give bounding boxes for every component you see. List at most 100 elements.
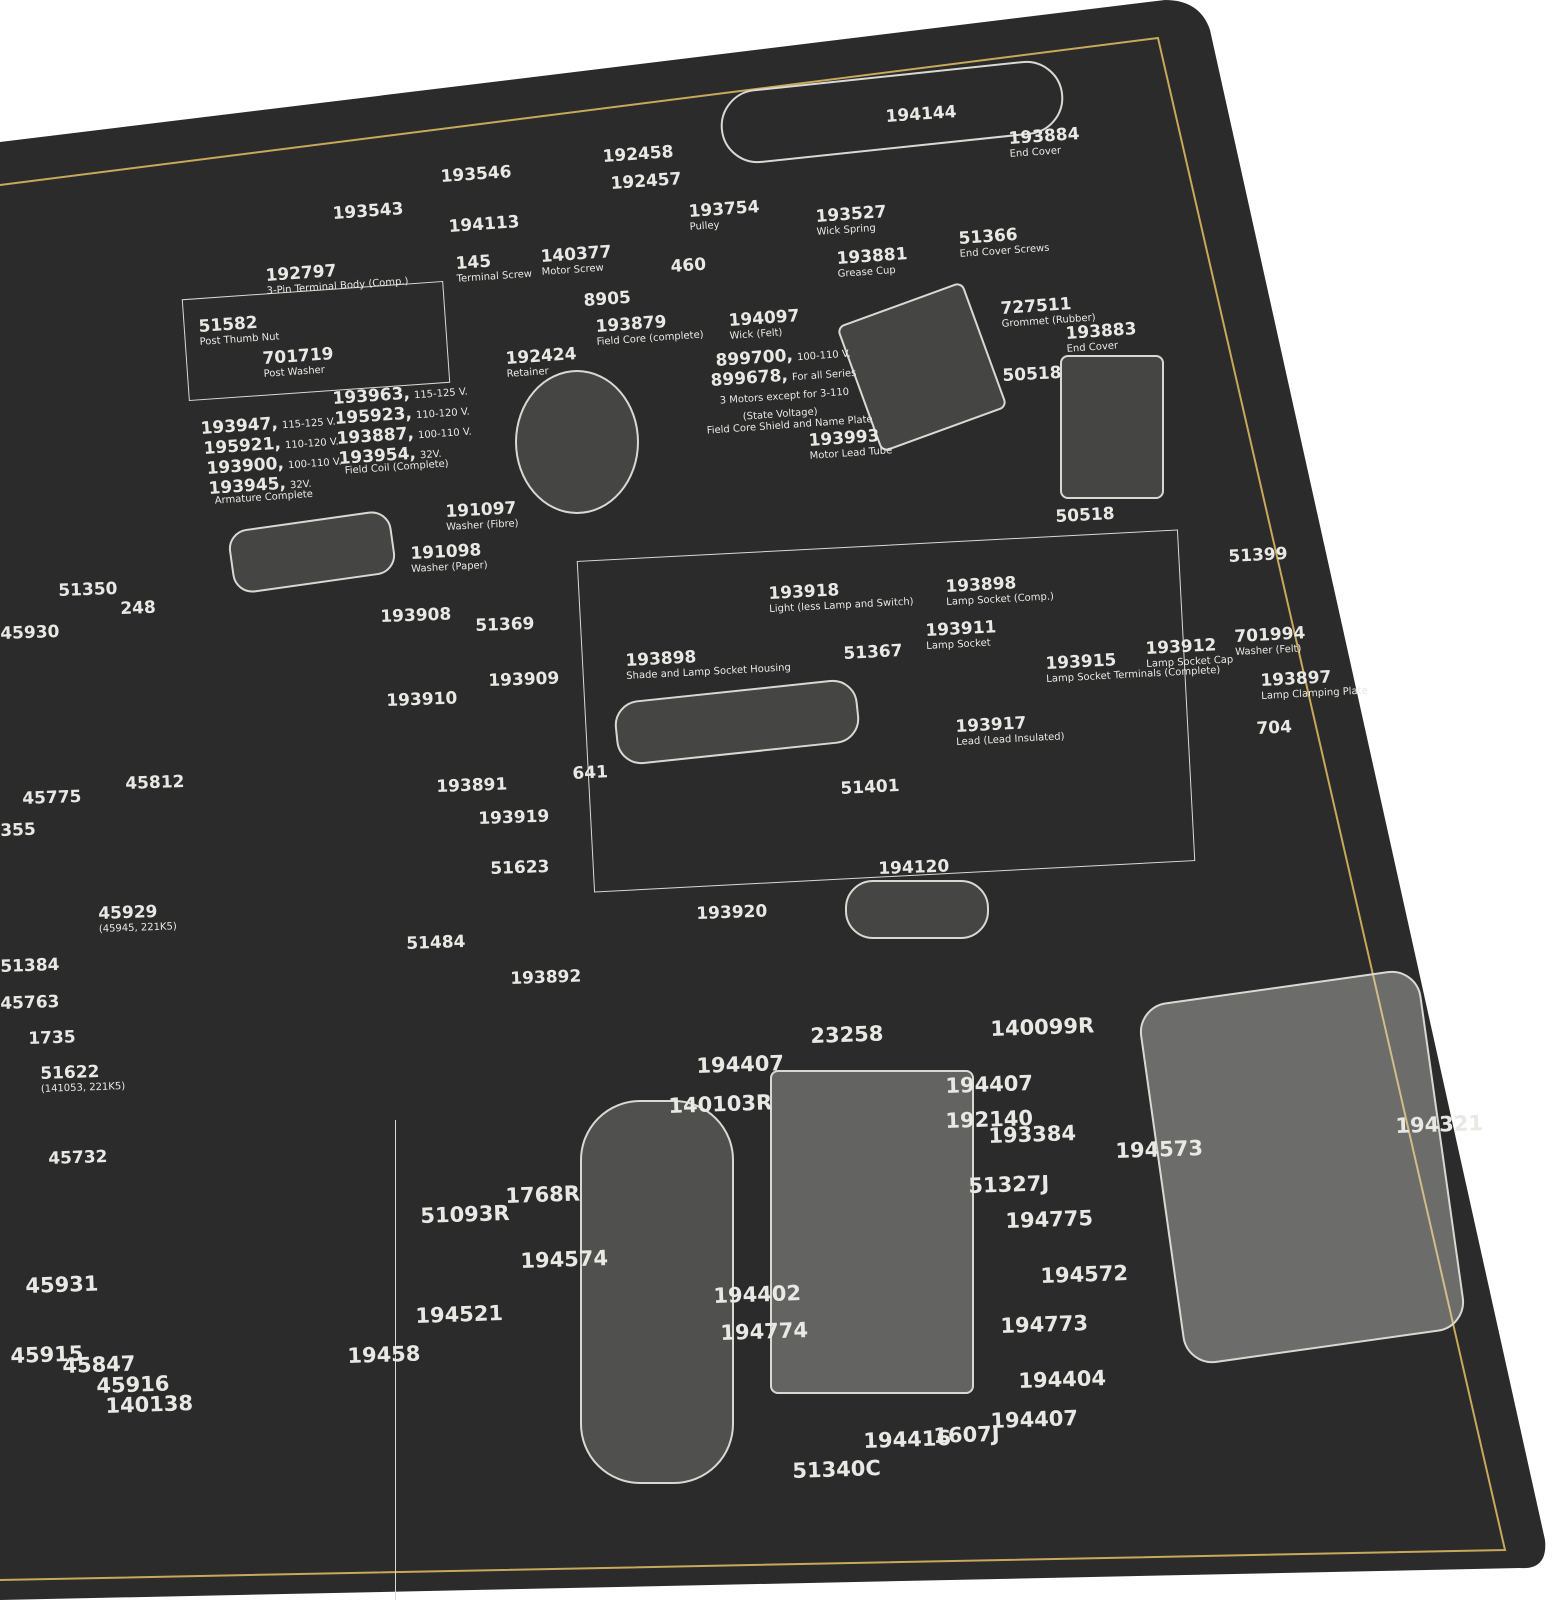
part-number: 45732 <box>47 1146 108 1169</box>
part-label: 194773 <box>1000 1311 1088 1338</box>
part-number: 194416 <box>862 1425 952 1453</box>
part-label: 194775 <box>1005 1206 1093 1233</box>
part-number: 193920 <box>695 901 768 924</box>
part-label: 1768R <box>504 1181 581 1208</box>
part-label: 140099R <box>990 1013 1095 1041</box>
part-number: 23258 <box>809 1021 884 1048</box>
part-description: 115-125 V. <box>413 386 468 402</box>
part-label: 193384 <box>988 1121 1076 1148</box>
part-number: 45763 <box>0 991 60 1014</box>
part-number: 704 <box>1255 717 1293 739</box>
part-number: 45929 <box>97 901 158 924</box>
part-label: 19458 <box>346 1341 421 1368</box>
part-label: 23258 <box>809 1021 884 1048</box>
part-number <box>210 489 211 509</box>
part-label: 45929(45945, 221K5) <box>97 901 177 935</box>
part-number: 194402 <box>712 1280 802 1308</box>
part-number: 51327J <box>967 1171 1050 1198</box>
foot-controller-drawing <box>1136 967 1468 1367</box>
part-number: 45812 <box>124 771 185 794</box>
part-label: 460 <box>670 255 707 277</box>
divider-line <box>395 1120 396 1600</box>
part-label: 194416 <box>862 1425 952 1453</box>
part-number: 45930 <box>0 621 60 644</box>
part-label: 194407 <box>944 1070 1034 1098</box>
part-number: 641 <box>571 762 609 784</box>
part-description: 110-120 V. <box>284 436 339 452</box>
part-description: 110-120 V. <box>415 406 470 422</box>
end-cover-drawing <box>1060 355 1164 499</box>
part-number: 193919 <box>477 806 550 829</box>
part-number: 194407 <box>695 1050 785 1078</box>
part-label: 51401 <box>840 776 900 799</box>
part-number <box>702 419 703 439</box>
part-label: 51327J <box>967 1171 1050 1198</box>
part-label: 194404 <box>1017 1365 1107 1393</box>
cord-drawing <box>580 1100 734 1484</box>
part-number: 1768R <box>504 1181 581 1208</box>
part-label: 193909 <box>488 669 560 691</box>
part-number: 51367 <box>842 640 904 664</box>
part-number: 51622 <box>39 1061 100 1084</box>
part-description: 100-110 V. <box>417 426 472 442</box>
part-number: 193891 <box>435 774 508 797</box>
part-label: 194321 <box>1395 1111 1483 1138</box>
part-label: 193919 <box>477 806 550 829</box>
part-label: 45732 <box>47 1146 108 1169</box>
part-number: 50518 <box>1054 503 1116 527</box>
part-number: 193892 <box>509 966 582 989</box>
part-label: 194402 <box>712 1280 802 1308</box>
part-number: 51384 <box>0 954 60 977</box>
part-number: 355 <box>0 819 37 841</box>
part-number: 45775 <box>21 786 82 809</box>
part-number: 194407 <box>944 1070 1034 1098</box>
part-number: 194521 <box>414 1300 504 1328</box>
part-number: 51484 <box>405 931 466 954</box>
part-number: 194774 <box>719 1317 809 1345</box>
part-number: 248 <box>119 597 157 619</box>
part-description: 100-110 V. <box>287 456 342 472</box>
part-number: 51340C <box>791 1455 882 1483</box>
part-label: 51399 <box>1228 544 1288 567</box>
part-label: 1735 <box>27 1027 76 1049</box>
part-label: 193910 <box>386 689 458 711</box>
part-label: 45812 <box>124 771 185 794</box>
part-label: 194521 <box>414 1300 504 1328</box>
part-description: 100-110 V. <box>796 348 851 364</box>
part-number: 1735 <box>27 1027 76 1049</box>
part-label: 51340C <box>791 1455 882 1483</box>
part-label: 641 <box>571 762 609 784</box>
part-label: 50518 <box>1002 363 1062 386</box>
part-number: 140138 <box>104 1390 194 1418</box>
part-number: 194572 <box>1039 1260 1129 1288</box>
part-label: 51484 <box>405 931 466 954</box>
part-number: 194404 <box>1017 1365 1107 1393</box>
part-label: 140138 <box>104 1390 194 1418</box>
lamp-bulb-drawing <box>845 880 989 939</box>
part-label: 8905 <box>583 288 632 311</box>
part-label: 45775 <box>21 786 82 809</box>
part-label: 51369 <box>475 614 535 636</box>
part-number: 51350 <box>57 578 118 601</box>
part-label: 51622(141053, 221K5) <box>40 1062 125 1095</box>
part-label: 355 <box>0 819 37 841</box>
part-number: 51093R <box>419 1200 510 1228</box>
part-number: 19458 <box>346 1341 421 1368</box>
